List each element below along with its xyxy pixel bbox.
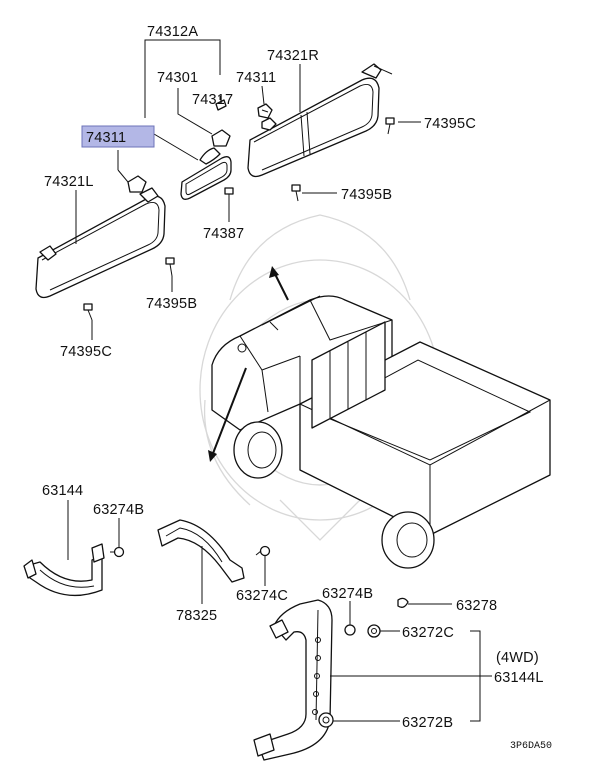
label-63274C: 63274C [236, 588, 288, 604]
rear-view-mirror [180, 99, 232, 200]
label-74395C-right: 74395C [424, 116, 476, 132]
sun-visor-left [35, 187, 166, 299]
label-74395C-left: 74395C [60, 344, 112, 360]
label-74387: 74387 [203, 226, 244, 242]
nut-63272B [318, 712, 334, 728]
label-74321R: 74321R [267, 48, 319, 64]
label-74301: 74301 [157, 70, 198, 86]
label-74395B-right: 74395B [341, 187, 392, 203]
label-74317: 74317 [192, 92, 233, 108]
label-74311-highlighted: 74311 [86, 130, 126, 146]
assist-grip-63144 [23, 543, 105, 596]
label-63272B: 63272B [402, 715, 453, 731]
label-78325: 78325 [176, 608, 217, 624]
screw-74395C-right [385, 117, 395, 135]
grip-78325 [157, 519, 245, 583]
visor-clip-right [257, 103, 273, 119]
label-63274B-right: 63274B [322, 586, 373, 602]
label-63278: 63278 [456, 598, 497, 614]
label-63272C: 63272C [402, 625, 454, 641]
screw-74395C-left [83, 303, 93, 321]
screw-74395B-left [165, 257, 175, 277]
label-74395B-left: 74395B [146, 296, 197, 312]
direction-arrows [208, 266, 289, 462]
sun-visor-right [247, 63, 393, 178]
screw-63274C [255, 545, 271, 557]
screw-74395B-right [291, 184, 301, 202]
label-63144: 63144 [42, 483, 83, 499]
screw-63274B-right [344, 624, 356, 636]
clip-63278 [397, 597, 409, 608]
nut-63272C [367, 624, 381, 638]
leader-lines [67, 39, 492, 722]
label-4wd: (4WD) [496, 650, 539, 666]
visor-clip-left [127, 175, 147, 193]
label-74311-top: 74311 [236, 70, 276, 86]
label-74321L: 74321L [44, 174, 94, 190]
diagram-code: 3P6DA50 [510, 741, 552, 752]
screw-74387 [224, 187, 234, 208]
truck-illustration [211, 295, 551, 569]
label-63144L: 63144L [494, 670, 544, 686]
label-74312A: 74312A [147, 24, 198, 40]
screw-63274B-left [110, 546, 125, 558]
callout-labels: 74312A 74301 74317 74311 74311 74321R 74… [42, 24, 552, 752]
grab-bar-63144L [253, 599, 333, 761]
label-63274B-left: 63274B [93, 502, 144, 518]
highlight-74311 [81, 125, 155, 148]
